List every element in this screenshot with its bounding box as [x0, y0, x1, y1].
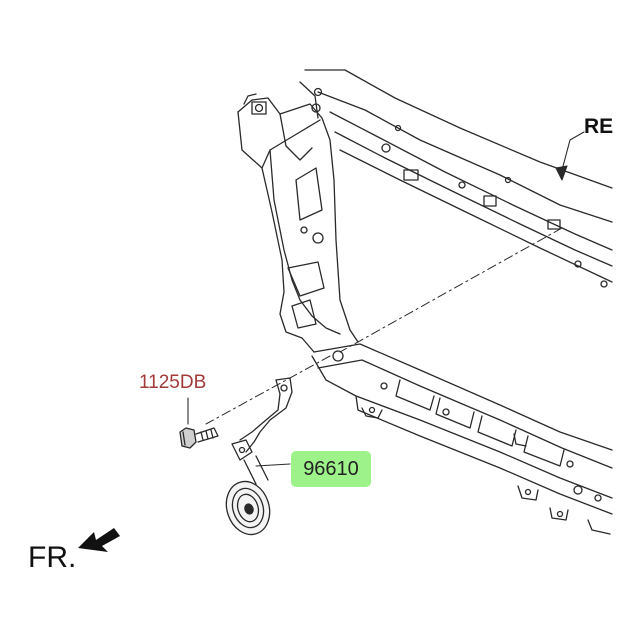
alignment-lines [205, 227, 563, 425]
horn-part-label: 96610 [303, 458, 359, 480]
bolt-part-label: 1125DB [139, 372, 207, 393]
left-side-member [237, 87, 359, 353]
reference-label: RE [584, 115, 614, 138]
bolt-1125db [179, 427, 219, 449]
horn-96610 [225, 480, 271, 536]
upper-crossmember [299, 69, 613, 288]
horn-bracket [231, 377, 293, 485]
lower-crossmember [311, 343, 613, 535]
leader-lines [187, 131, 585, 467]
front-direction-arrow-icon [78, 528, 120, 552]
front-direction-label: FR. [28, 541, 77, 574]
horn-label-highlight [291, 451, 371, 487]
